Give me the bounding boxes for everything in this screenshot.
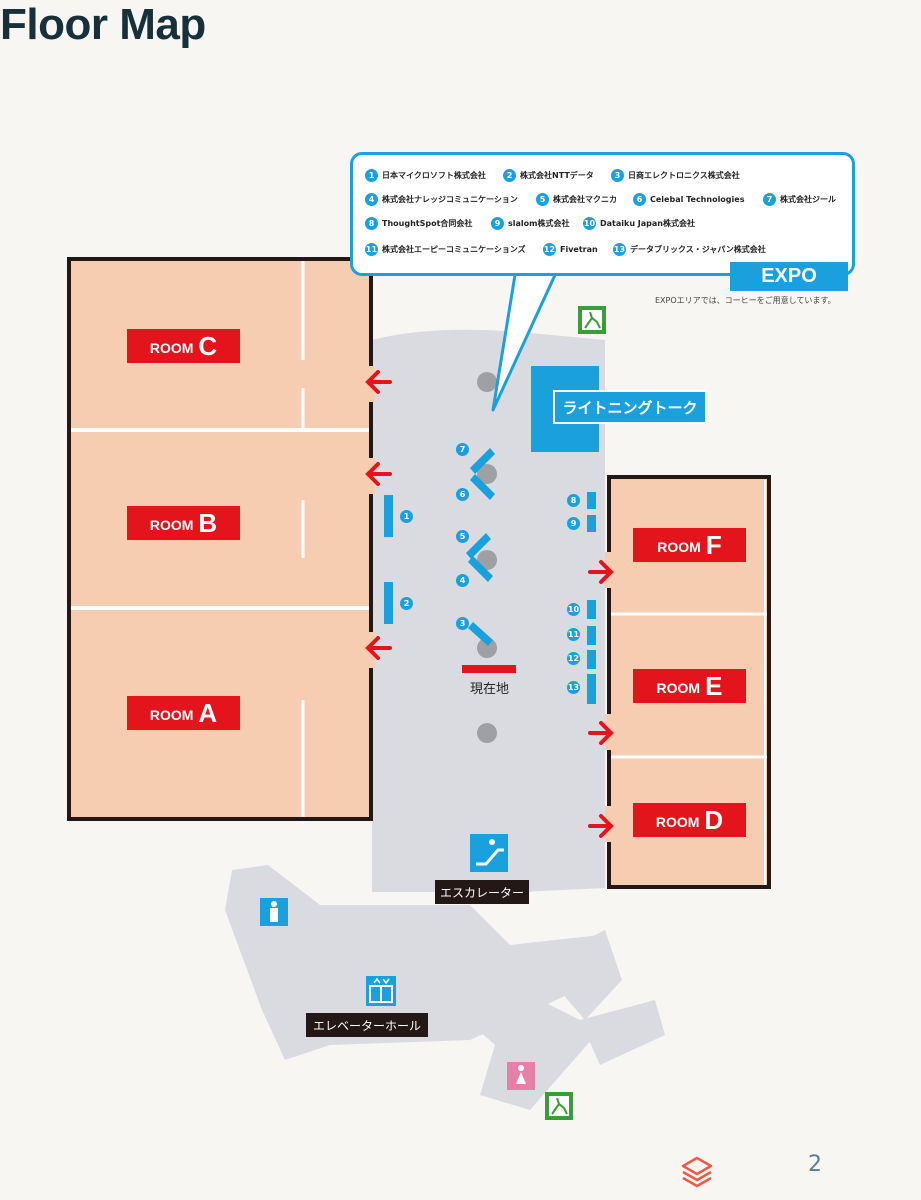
room-letter: A (198, 697, 218, 728)
legend-number: 13 (613, 243, 626, 256)
legend-name: 日本マイクロソフト株式会社 (382, 171, 486, 180)
arrow-room-c (365, 370, 392, 394)
legend-number: 4 (365, 193, 378, 206)
booth-marker: 5 (456, 530, 469, 543)
legend-item: 11 株式会社エーピーコミュニケーションズ (365, 243, 526, 256)
room-word: ROOM (149, 706, 194, 723)
legend-item: 13 データブリックス・ジャパン株式会社 (613, 243, 766, 256)
elevator-hall-label: エレベーターホール (306, 1013, 428, 1037)
legend-name: Celebal Technologies (650, 195, 745, 204)
legend-item: 2 株式会社NTTデータ (503, 169, 594, 182)
legend-item: 8 ThoughtSpot合同会社 (365, 217, 472, 230)
elevator-icon (366, 976, 396, 1006)
entrance-arrows (365, 370, 614, 838)
legend-number: 12 (543, 243, 556, 256)
legend-item: 5 株式会社マクニカ (536, 193, 617, 206)
legend-number: 10 (583, 217, 596, 230)
booth-marker: 10 (567, 603, 580, 616)
booth-marker: 2 (400, 597, 413, 610)
legend-name: ThoughtSpot合同会社 (382, 219, 473, 228)
legend-name: データブリックス・ジャパン株式会社 (630, 245, 766, 254)
room-letter: E (705, 670, 723, 701)
room-word: ROOM (656, 679, 701, 696)
legend-number: 9 (491, 217, 504, 230)
booth-marker: 7 (456, 443, 469, 456)
room-letter: C (198, 330, 218, 361)
arrow-room-a (365, 636, 392, 660)
room-word: ROOM (657, 538, 701, 555)
legend-number: 7 (763, 193, 776, 206)
booth-marker: 11 (567, 628, 580, 641)
legend-item: 12 Fivetran (543, 243, 598, 256)
legend-name: 株式会社NTTデータ (520, 171, 594, 180)
arrow-room-f (588, 560, 614, 584)
expo-tag: EXPO (730, 262, 848, 291)
room-letter: F (705, 529, 722, 560)
booth-marker: 3 (456, 617, 469, 630)
booth-marker: 8 (567, 494, 580, 507)
legend-pointer (491, 274, 557, 412)
booth-marker: 9 (567, 517, 580, 530)
legend-item: 4 株式会社ナレッジコミュニケーション (365, 193, 518, 206)
room-word: ROOM (149, 516, 194, 533)
legend-name: slalom株式会社 (508, 219, 570, 228)
room-letter: B (198, 507, 218, 538)
current-location-marker (462, 665, 516, 673)
expo-note: EXPOエリアでは、コーヒーをご用意しています。 (655, 296, 836, 305)
restroom-men-icon (260, 898, 288, 926)
exit-icon (578, 306, 606, 334)
exit-icon (545, 1092, 573, 1120)
legend-item: 1 日本マイクロソフト株式会社 (365, 169, 486, 182)
legend-number: 8 (365, 217, 378, 230)
legend-item: 7 株式会社ジール (763, 193, 836, 206)
escalator-icon (470, 834, 508, 872)
logo-icon (681, 1156, 713, 1188)
exhibitor-legend: 1 日本マイクロソフト株式会社 2 株式会社NTTデータ 3 日商エレクトロニクス株式… (350, 152, 855, 276)
booth-marker: 12 (567, 652, 580, 665)
room-word: ROOM (655, 813, 700, 830)
legend-number: 5 (536, 193, 549, 206)
legend-number: 11 (365, 243, 378, 256)
legend-number: 3 (611, 169, 624, 182)
legend-item: 9 slalom株式会社 (491, 217, 569, 230)
room-letter: D (704, 804, 724, 835)
page-number: 2 (808, 1152, 822, 1177)
arrow-room-d (588, 814, 614, 838)
corridor-area (225, 329, 665, 1110)
current-location-label: 現在地 (470, 682, 510, 697)
legend-number: 6 (633, 193, 646, 206)
legend-name: 株式会社ジール (780, 195, 836, 204)
legend-number: 1 (365, 169, 378, 182)
booth-marker: 4 (456, 574, 469, 587)
legend-name: 株式会社エーピーコミュニケーションズ (382, 245, 526, 254)
legend-name: Dataiku Japan株式会社 (600, 219, 695, 228)
booths (384, 448, 596, 704)
booth-marker: 6 (456, 488, 469, 501)
legend-item: 10 Dataiku Japan株式会社 (583, 217, 695, 230)
page-title: Floor Map (0, 0, 206, 49)
restroom-women-icon (507, 1062, 535, 1090)
legend-name: 株式会社ナレッジコミュニケーション (382, 195, 518, 204)
legend-name: Fivetran (560, 245, 598, 254)
booth-marker: 13 (567, 681, 580, 694)
legend-number: 2 (503, 169, 516, 182)
arrow-room-b (365, 462, 392, 486)
room-word: ROOM (149, 339, 194, 356)
escalator-label: エスカレーター (435, 880, 529, 904)
legend-item: 6 Celebal Technologies (633, 193, 744, 206)
arrow-room-e (588, 721, 614, 745)
legend-item: 3 日商エレクトロニクス株式会社 (611, 169, 740, 182)
legend-name: 日商エレクトロニクス株式会社 (628, 171, 740, 180)
booth-marker: 1 (400, 510, 413, 523)
lightning-talk-label: ライトニングトーク (553, 390, 707, 424)
legend-name: 株式会社マクニカ (553, 195, 617, 204)
